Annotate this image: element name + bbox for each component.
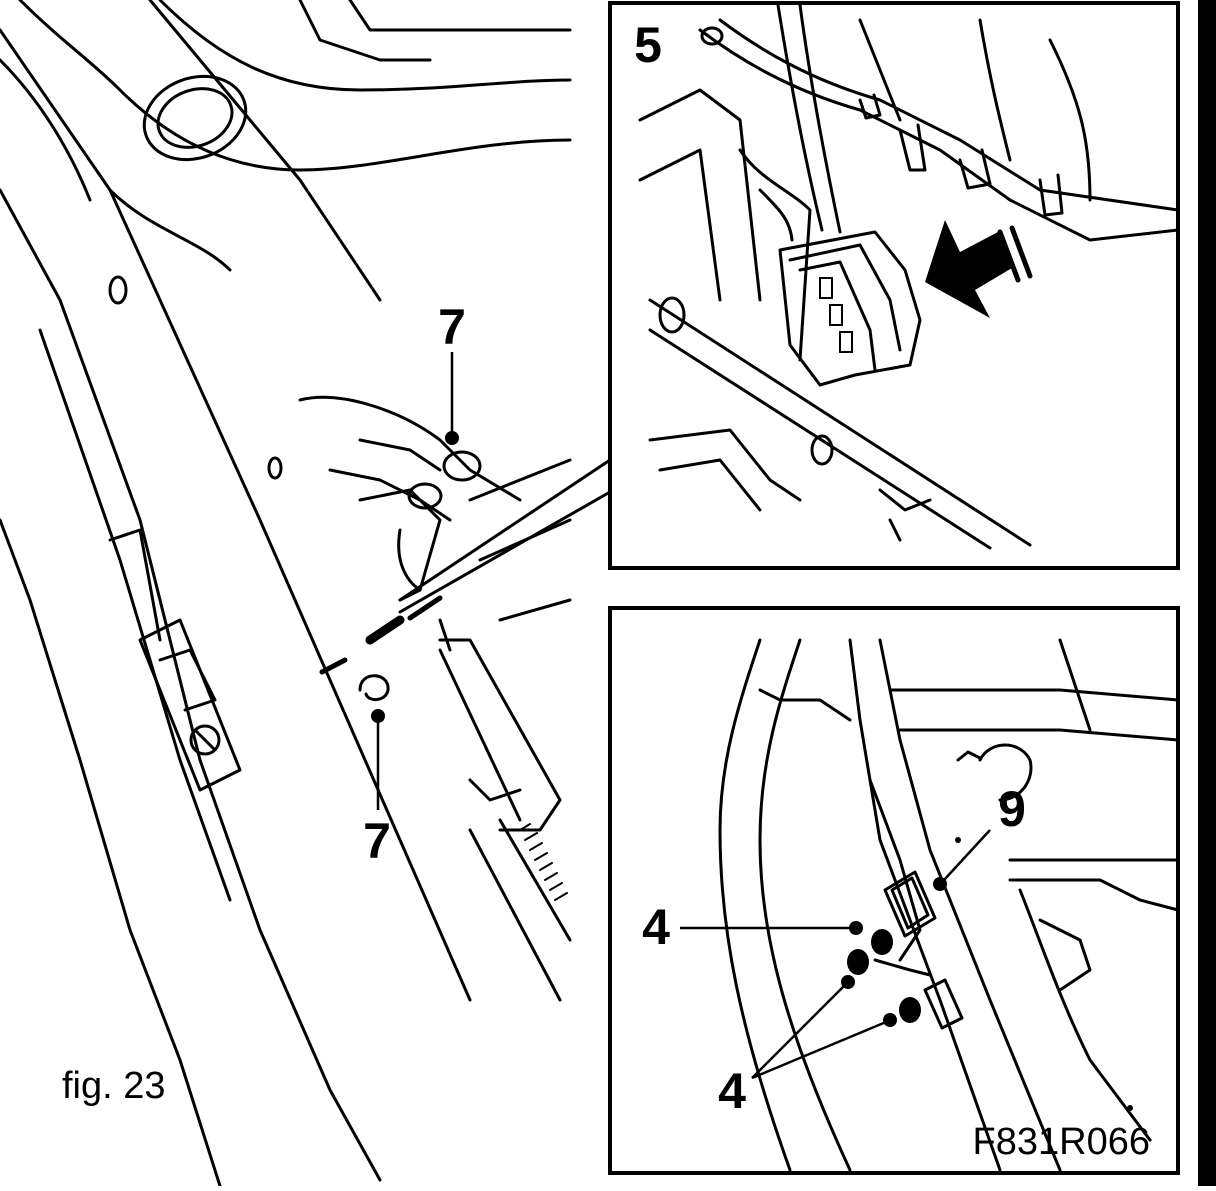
callout-7-top: 7 (438, 299, 466, 355)
callout-4-bottom: 4 (718, 1063, 746, 1119)
figure-code: F831R066 (973, 1121, 1150, 1163)
figure-caption: fig. 23 (62, 1065, 166, 1107)
inset-bottom: 9 4 4 F831R066 (608, 606, 1180, 1175)
callout-4-left: 4 (642, 899, 670, 955)
inset-top: 5 (608, 1, 1180, 570)
callout-9: 9 (998, 781, 1026, 837)
callout-7-bottom: 7 (363, 813, 391, 869)
main-view: 7 7 fig. 23 (0, 0, 612, 1188)
callout-5: 5 (634, 17, 662, 73)
page-edge-bar (1198, 0, 1216, 1186)
